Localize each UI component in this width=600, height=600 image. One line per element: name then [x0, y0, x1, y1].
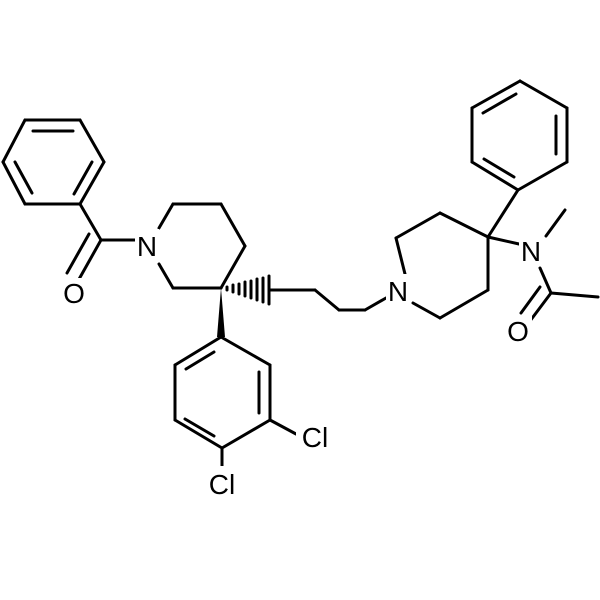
bond — [313, 288, 341, 312]
bond — [486, 188, 520, 239]
bond — [544, 208, 567, 238]
bond — [219, 244, 247, 290]
bond — [173, 418, 224, 450]
atom-label-oxygen: O — [507, 316, 529, 347]
bond — [78, 202, 103, 242]
propyl-linker — [267, 288, 388, 312]
benzoyl-phenyl-ring — [1, 118, 106, 206]
bond — [219, 335, 272, 367]
bond — [394, 236, 408, 280]
bond — [268, 418, 298, 436]
label-background — [504, 316, 532, 346]
hashed-wedge-bond — [225, 274, 271, 306]
atom-label-nitrogen: N — [137, 231, 157, 262]
atom-label-nitrogen: N — [521, 236, 541, 267]
bond — [528, 291, 553, 323]
bond — [516, 160, 569, 192]
bond — [486, 235, 521, 246]
wedge-bond — [217, 288, 225, 337]
label-background — [203, 466, 241, 498]
label-background — [60, 278, 88, 308]
bond — [78, 160, 106, 206]
dichlorophenyl-ring — [173, 335, 298, 468]
label-background — [135, 229, 159, 261]
bond — [411, 301, 442, 320]
bond — [470, 79, 522, 110]
bond — [1, 160, 27, 206]
phenyl-ring-top-right — [470, 79, 569, 239]
bond — [482, 157, 516, 179]
bond — [481, 92, 518, 115]
bond — [438, 211, 490, 239]
bond — [173, 335, 223, 367]
piperidine-ring-2 — [394, 211, 490, 320]
label-background — [386, 274, 410, 306]
atom-label-chlorine: Cl — [209, 469, 235, 500]
atom-labels: N O N N O Cl Cl — [60, 229, 543, 500]
n-methyl-acetamide — [486, 208, 600, 323]
label-background — [296, 421, 334, 453]
bond — [470, 160, 520, 192]
bond — [538, 266, 553, 295]
bond — [519, 285, 542, 315]
bond — [220, 418, 272, 450]
bond — [183, 417, 216, 438]
bond — [76, 238, 103, 283]
bond — [13, 160, 34, 195]
atom-label-nitrogen: N — [388, 276, 408, 307]
bond — [78, 118, 106, 164]
atom-label-oxygen: O — [63, 278, 85, 309]
benzoyl-carbonyl — [65, 202, 138, 283]
bond — [72, 160, 94, 196]
bond — [1, 118, 27, 164]
label-background — [519, 234, 543, 266]
bond — [184, 350, 216, 371]
bond — [157, 202, 175, 230]
bond — [363, 296, 388, 312]
bond — [394, 211, 442, 240]
atom-label-chlorine: Cl — [302, 422, 328, 453]
bond — [438, 288, 490, 320]
bond — [65, 232, 91, 275]
bond — [219, 202, 247, 248]
piperidine-ring-1 — [157, 202, 247, 290]
bond — [157, 262, 175, 290]
bond — [549, 291, 600, 299]
bond — [518, 79, 569, 110]
